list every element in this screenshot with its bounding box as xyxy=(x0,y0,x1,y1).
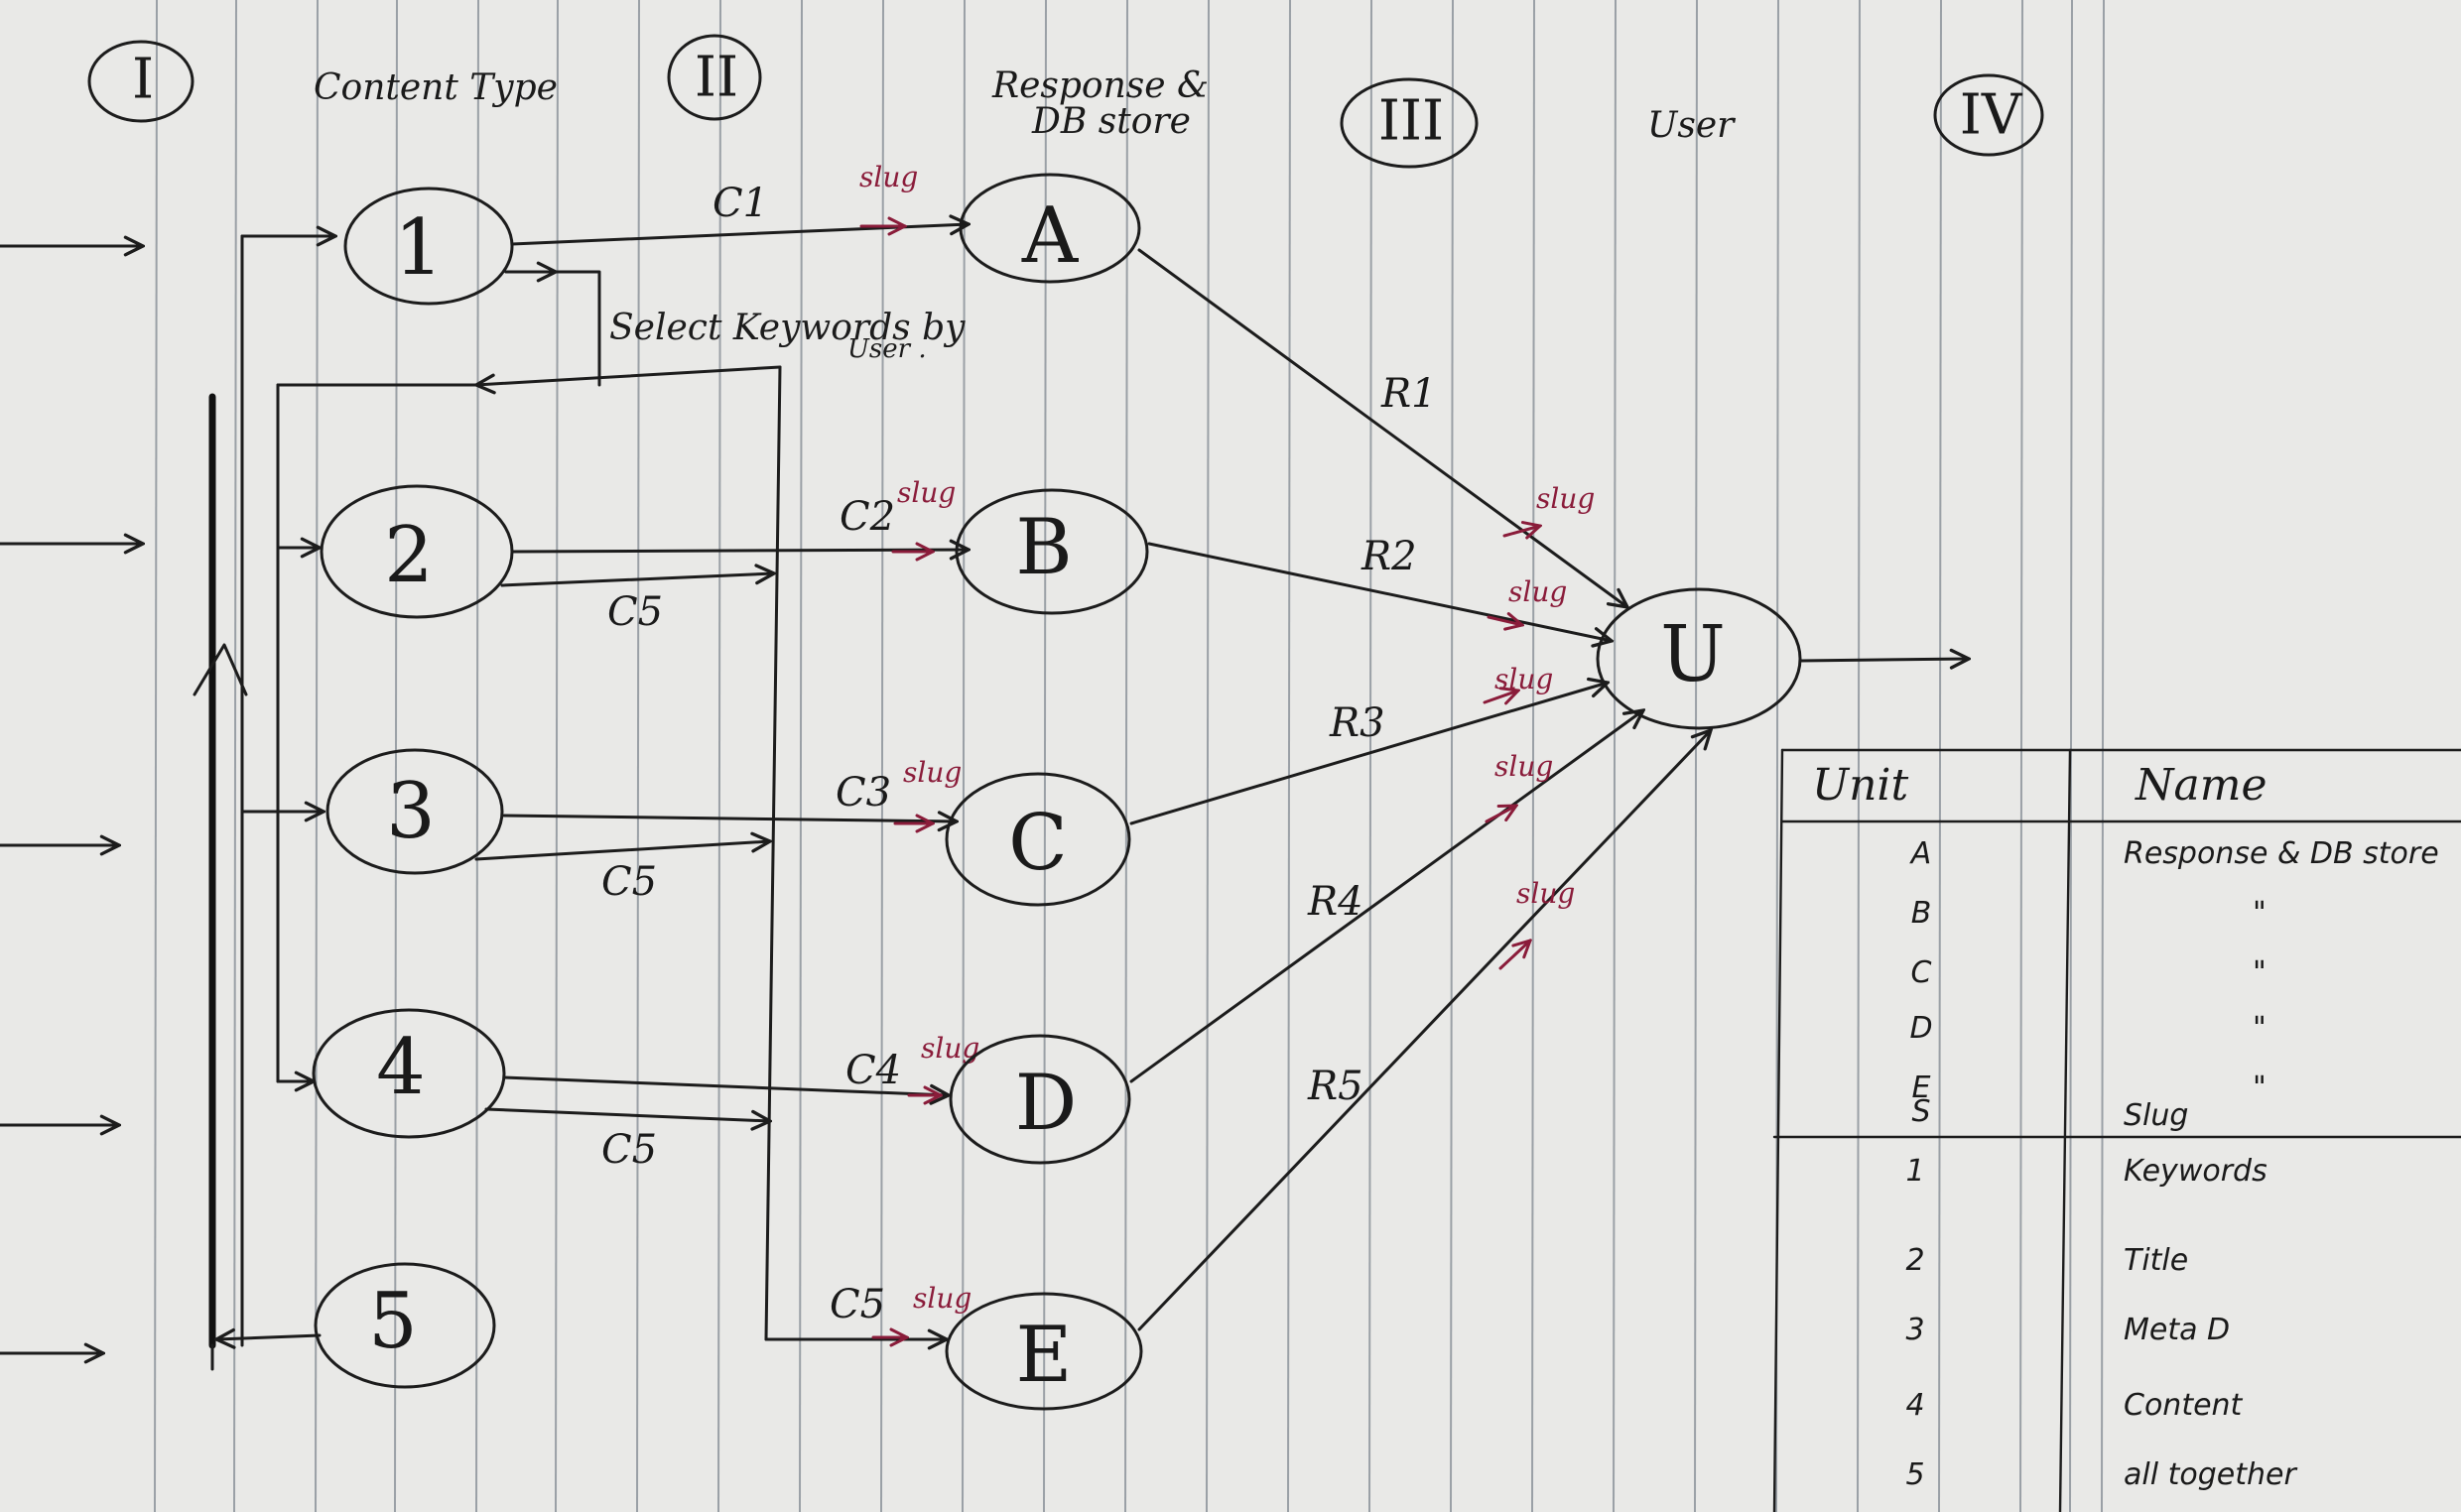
legend-unit-e: E xyxy=(1912,1071,1931,1105)
notebook-rules xyxy=(154,0,2105,1512)
legend-name-d: " xyxy=(2253,1011,2267,1046)
r5-label: R5 xyxy=(1307,1064,1363,1109)
response-header-line2: DB store xyxy=(1031,101,1191,142)
c1-label: C1 xyxy=(712,181,768,226)
response-header-line1: Response & xyxy=(991,65,1209,106)
legend-unit-2: 2 xyxy=(1905,1243,1924,1278)
content-node-1[interactable] xyxy=(343,187,514,306)
note-line2: User . xyxy=(847,334,927,364)
legend-unit-s: S xyxy=(1911,1094,1930,1129)
c3-label: C3 xyxy=(836,770,891,816)
c5-label: C5 xyxy=(830,1282,885,1327)
r3-label: R3 xyxy=(1329,700,1385,746)
section-4-circle xyxy=(1933,73,2044,157)
legend-header-unit: Unit xyxy=(1812,760,1908,811)
response-node-e[interactable] xyxy=(945,1292,1143,1411)
response-node-a[interactable] xyxy=(959,173,1141,284)
legend-unit-b: B xyxy=(1911,896,1932,931)
legend-name-4: Content xyxy=(2124,1388,2244,1423)
legend-unit-1: 1 xyxy=(1905,1154,1924,1189)
r4-slug: slug xyxy=(1494,750,1553,783)
response-node-d-label: D xyxy=(1015,1059,1078,1148)
response-node-a-label: A xyxy=(1021,191,1080,281)
c-slug-markers: slug slug slug slug slug xyxy=(859,161,979,1337)
c3-slug: slug xyxy=(903,756,962,789)
legend-table: Unit Name xyxy=(1772,748,2461,1512)
content-node-5-label: 5 xyxy=(368,1277,418,1366)
r1-label: R1 xyxy=(1380,371,1437,417)
section-1-numeral: I xyxy=(132,48,154,112)
r5-slug: slug xyxy=(1516,877,1575,910)
r4-label: R4 xyxy=(1307,879,1363,925)
c5-branch-3: C5 xyxy=(601,859,657,905)
user-output-arrow xyxy=(1798,659,1969,661)
legend-unit-c: C xyxy=(1911,955,1932,990)
legend-header-name: Name xyxy=(2135,760,2267,811)
c5-branch-4: C5 xyxy=(601,1127,657,1173)
content-nodes: 1 2 3 4 5 xyxy=(312,187,514,1389)
c5-branch-2: C5 xyxy=(607,589,663,635)
r2-slug: slug xyxy=(1508,575,1567,608)
c-edges xyxy=(474,224,969,1339)
c1-slug: slug xyxy=(859,161,918,193)
response-node-b-label: B xyxy=(1015,503,1072,592)
section-4-numeral: IV xyxy=(1960,83,2023,148)
section-1-circle xyxy=(87,40,194,123)
legend-name-e: " xyxy=(2253,1071,2267,1105)
response-node-c[interactable] xyxy=(945,772,1131,907)
c4-label: C4 xyxy=(845,1048,901,1093)
content-node-5[interactable] xyxy=(314,1262,496,1389)
r1-slug: slug xyxy=(1536,482,1595,515)
legend-unit-5: 5 xyxy=(1905,1457,1924,1492)
legend-name-a: Response & DB store xyxy=(2124,836,2439,871)
legend-unit-d: D xyxy=(1909,1011,1932,1046)
legend-name-2: Title xyxy=(2124,1243,2188,1278)
content-node-1-label: 1 xyxy=(394,203,444,293)
content-node-4-label: 4 xyxy=(376,1023,426,1112)
legend-name-s: Slug xyxy=(2124,1098,2188,1133)
legend-unit-3: 3 xyxy=(1905,1313,1924,1347)
r-edges xyxy=(1129,248,1711,1331)
c2-label: C2 xyxy=(840,494,895,540)
response-node-d[interactable] xyxy=(949,1034,1131,1165)
r-slug-markers: slug slug slug slug slug xyxy=(1483,482,1595,970)
c2-slug: slug xyxy=(897,476,956,509)
section-markers: I II III IV xyxy=(87,34,2044,169)
response-node-c-label: C xyxy=(1008,799,1068,888)
content-node-4[interactable] xyxy=(312,1008,506,1139)
r3-slug: slug xyxy=(1494,663,1553,695)
legend-name-b: " xyxy=(2253,896,2267,931)
legend-name-1: Keywords xyxy=(2124,1154,2267,1189)
content-type-header: Content Type xyxy=(314,67,558,108)
legend-name-c: " xyxy=(2253,955,2267,990)
response-nodes: A B C D E xyxy=(945,173,1149,1411)
left-input-arrows xyxy=(0,246,143,1353)
response-node-e-label: E xyxy=(1016,1311,1073,1400)
legend-unit-a: A xyxy=(1909,836,1932,871)
user-node-label: U xyxy=(1660,610,1726,699)
c5-slug: slug xyxy=(913,1282,971,1315)
section-2-circle xyxy=(667,34,762,121)
section-3-numeral: III xyxy=(1378,89,1444,154)
user-node[interactable] xyxy=(1596,587,1802,730)
section-2-numeral: II xyxy=(695,46,738,110)
section-3-circle xyxy=(1340,77,1479,169)
legend-name-3: Meta D xyxy=(2124,1313,2230,1347)
content-node-2-label: 2 xyxy=(384,511,434,600)
content-node-3[interactable] xyxy=(325,748,504,875)
bus-up-arrow xyxy=(193,643,248,696)
note-line1: Select Keywords by xyxy=(609,308,966,348)
response-node-b[interactable] xyxy=(955,488,1149,615)
legend-unit-4: 4 xyxy=(1905,1388,1924,1423)
legend-name-5: all together xyxy=(2124,1457,2297,1492)
r2-label: R2 xyxy=(1360,534,1417,579)
user-header: User xyxy=(1647,105,1736,146)
content-node-3-label: 3 xyxy=(386,767,436,856)
